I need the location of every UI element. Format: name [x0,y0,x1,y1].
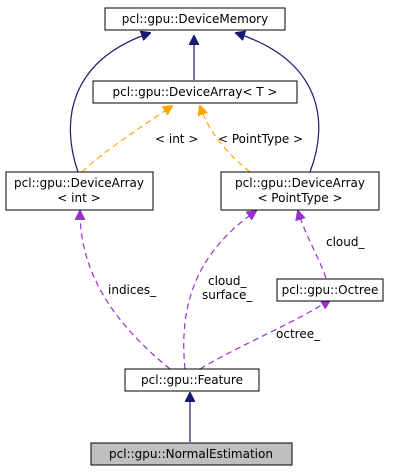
node-feature-label: pcl::gpu::Feature [141,373,243,387]
node-device-array-pointtype[interactable]: pcl::gpu::DeviceArray < PointType > [220,171,380,211]
node-device-array-int-label-2: < int > [57,191,100,205]
edge-feature-to-octree [199,300,330,370]
node-octree-label: pcl::gpu::Octree [282,283,379,297]
node-device-array-int[interactable]: pcl::gpu::DeviceArray < int > [5,171,154,211]
edge-label-cloud: cloud_ [326,235,365,249]
node-normal-estimation-label: pcl::gpu::NormalEstimation [109,447,273,461]
edge-label-cloud-surface-2: surface_ [202,288,253,302]
edge-devicearray-int-to-devicearray-t [81,106,172,173]
node-feature[interactable]: pcl::gpu::Feature [124,368,260,392]
edge-label-indices: indices_ [108,283,157,297]
edge-label-pointtype: < PointType > [218,132,303,146]
edge-feature-to-devicearray-pt [183,211,256,370]
edge-octree-to-devicearray-pt [298,211,327,279]
edge-devicearray-int-to-devicememory [69,33,150,173]
node-octree[interactable]: pcl::gpu::Octree [276,278,384,302]
node-device-array-t[interactable]: pcl::gpu::DeviceArray< T > [92,80,298,104]
node-device-memory[interactable]: pcl::gpu::DeviceMemory [104,7,286,31]
edge-feature-to-devicearray-int [80,211,171,370]
edge-label-octree: octree_ [276,327,321,341]
edge-label-int: < int > [155,132,198,146]
edge-label-cloud-surface-1: cloud_ [208,274,247,288]
node-normal-estimation[interactable]: pcl::gpu::NormalEstimation [90,442,293,466]
node-device-array-pt-label-1: pcl::gpu::DeviceArray [235,176,365,190]
node-device-array-int-label-1: pcl::gpu::DeviceArray [14,176,144,190]
node-device-memory-label: pcl::gpu::DeviceMemory [122,12,268,26]
node-device-array-pt-label-2: < PointType > [257,191,342,205]
edge-devicearray-pt-to-devicearray-t [200,106,251,173]
edge-devicearray-pt-to-devicememory [236,33,320,173]
node-device-array-t-label: pcl::gpu::DeviceArray< T > [113,85,278,99]
